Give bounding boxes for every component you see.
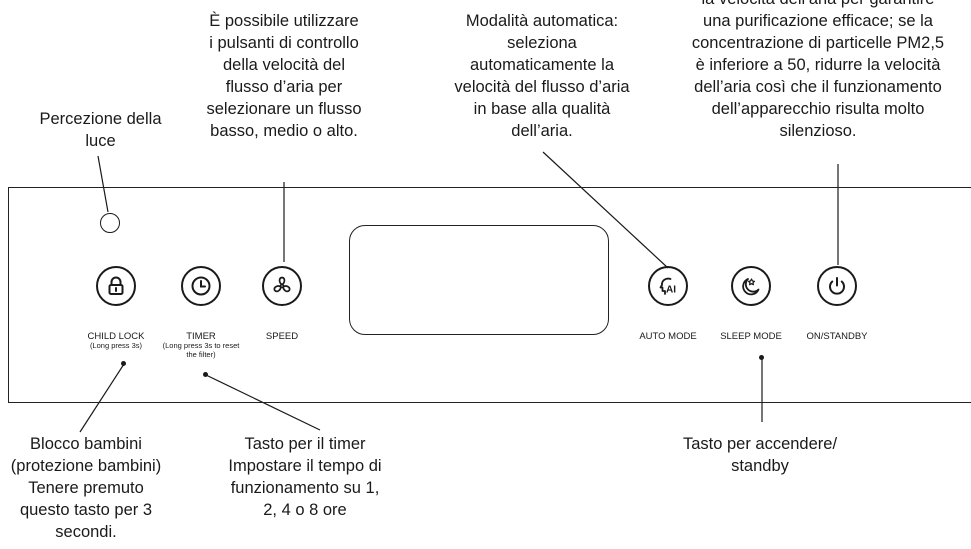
speed-label: SPEED: [265, 331, 299, 342]
child-lock-button[interactable]: [96, 266, 136, 306]
auto-mode-label: AUTO MODE: [639, 331, 697, 342]
auto-mode-button[interactable]: AI: [648, 266, 688, 306]
clock-icon: [191, 276, 211, 296]
moon-star-icon: [742, 278, 760, 296]
svg-text:AI: AI: [666, 285, 676, 296]
speed-button[interactable]: [262, 266, 302, 306]
power-pointer-dot: [759, 355, 764, 360]
timer-pointer-dot: [203, 372, 208, 377]
timer-label: TIMER (Long press 3s to reset the filter…: [162, 331, 240, 359]
sleep-mode-button[interactable]: [731, 266, 771, 306]
display-screen: [349, 225, 609, 335]
timer-button[interactable]: [181, 266, 221, 306]
sleep-mode-label: SLEEP MODE: [720, 331, 782, 342]
callout-power: Tasto per accendere/ standby: [682, 435, 838, 475]
lock-icon: [108, 276, 124, 295]
line-childlock: [79, 363, 125, 433]
callout-child-lock: Blocco bambini (protezione bambini) Tene…: [10, 435, 162, 541]
fan-icon: [273, 276, 291, 293]
power-label: ON/STANDBY: [806, 331, 868, 342]
callout-light: Percezione della luce: [39, 110, 162, 150]
child-lock-label: CHILD LOCK (Long press 3s): [87, 331, 145, 350]
child-lock-pointer-dot: [121, 361, 126, 366]
power-button[interactable]: [817, 266, 857, 306]
line-light: [97, 155, 109, 213]
line-auto: [542, 151, 669, 269]
callout-sleep-description: la velocità dell’aria per garantire una …: [691, 0, 945, 140]
callout-speed: È possibile utilizzare i pulsanti di con…: [206, 12, 362, 140]
power-icon: [829, 277, 845, 295]
ai-head-icon: AI: [659, 277, 676, 296]
callout-auto: Modalità automatica: seleziona automatic…: [454, 12, 630, 140]
callout-timer: Tasto per il timer Impostare il tempo di…: [228, 435, 382, 519]
light-sensor: [100, 213, 120, 233]
control-panel: [8, 187, 971, 403]
